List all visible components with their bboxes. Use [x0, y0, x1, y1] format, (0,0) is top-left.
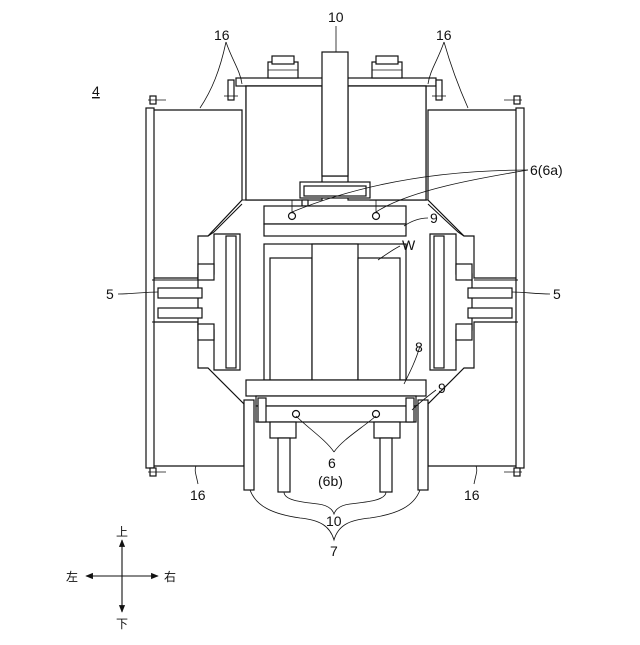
direction-down: 下 — [116, 617, 128, 631]
workpiece — [264, 244, 406, 380]
label-6a: 6(6a) — [530, 162, 563, 178]
direction-up: 上 — [116, 525, 128, 539]
label-8: 8 — [415, 339, 423, 355]
direction-indicator: 上 下 左 右 — [66, 525, 176, 631]
label-5-left: 5 — [106, 286, 114, 302]
label-10-bottom: 10 — [326, 513, 342, 529]
label-16-bottom-right: 16 — [464, 487, 480, 503]
label-16-top-right: 16 — [436, 27, 452, 43]
label-w: W — [402, 237, 416, 253]
upper-block — [236, 52, 436, 206]
label-6b: (6b) — [318, 473, 343, 489]
label-9-lower: 9 — [438, 380, 446, 396]
label-10-top: 10 — [328, 9, 344, 25]
label-9-upper: 9 — [430, 210, 438, 226]
upper-heater-plate — [264, 200, 406, 236]
label-5-right: 5 — [553, 286, 561, 302]
label-16-top-left: 16 — [214, 27, 230, 43]
direction-right: 右 — [164, 569, 176, 584]
label-7: 7 — [330, 543, 338, 559]
figure-number: 4 — [92, 83, 100, 99]
direction-left: 左 — [66, 569, 78, 584]
label-16-bottom-left: 16 — [190, 487, 206, 503]
label-6: 6 — [328, 455, 336, 471]
